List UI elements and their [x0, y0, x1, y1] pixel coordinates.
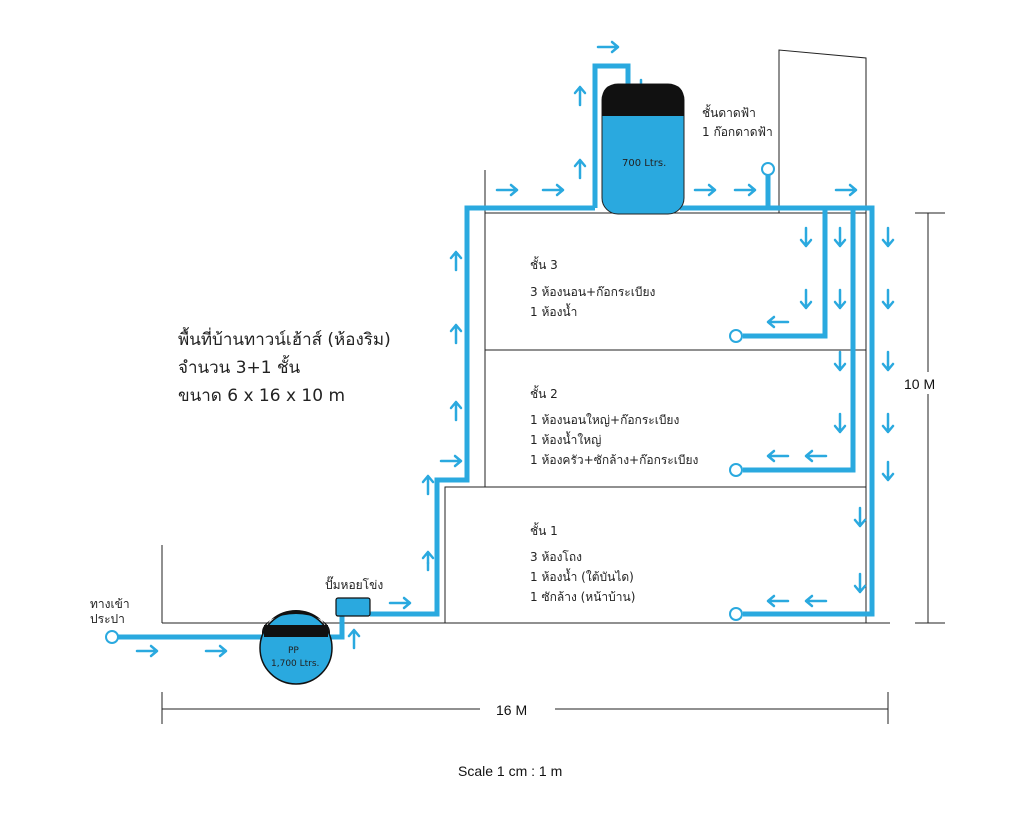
building-info: พื้นที่บ้านทาวน์เฮ้าส์ (ห้องริม) จำนวน 3… [178, 327, 391, 406]
floor1-line-1: 3 ห้องโถง [530, 550, 582, 564]
ground-tank: PP 1,700 Ltrs. [259, 610, 333, 685]
floor1-tap-icon [729, 607, 743, 621]
floor2-title: ชั้น 2 [530, 385, 558, 401]
rooftop-tap-icon [761, 162, 775, 176]
floor3-title: ชั้น 3 [530, 256, 558, 272]
length-label: 16 M [496, 702, 527, 718]
water-pipes [117, 63, 875, 640]
roof-tank-capacity: 700 Ltrs. [622, 158, 666, 169]
floor2-line-3: 1 ห้องครัว+ซักล้าง+ก๊อกระเบียง [530, 453, 698, 467]
pump-label: ปั๊มหอยโข่ง [325, 576, 383, 592]
floor3-line-1: 3 ห้องนอน+ก๊อกระเบียง [530, 285, 655, 299]
pump: ปั๊มหอยโข่ง [325, 576, 383, 617]
rooftop-label: ชั้นดาดฟ้า 1 ก๊อกดาดฟ้า [702, 104, 773, 139]
flow-arrows [135, 40, 895, 658]
length-dimension: 16 M [161, 692, 889, 724]
taps [105, 162, 775, 644]
inlet-line-2: ประปา [90, 612, 125, 626]
info-line-3: ขนาด 6 x 16 x 10 m [178, 386, 345, 406]
height-label: 10 M [904, 376, 935, 392]
floor1-title: ชั้น 1 [530, 522, 558, 538]
floor1-labels: ชั้น 1 3 ห้องโถง 1 ห้องน้ำ (ใต้บันได) 1 … [530, 522, 635, 604]
ground-tank-type: PP [288, 646, 299, 656]
info-line-1: พื้นที่บ้านทาวน์เฮ้าส์ (ห้องริม) [178, 327, 391, 350]
floor1-line-3: 1 ซักล้าง (หน้าบ้าน) [530, 590, 635, 604]
floor2-labels: ชั้น 2 1 ห้องนอนใหญ่+ก๊อกระเบียง 1 ห้องน… [530, 385, 698, 467]
floor2-line-1: 1 ห้องนอนใหญ่+ก๊อกระเบียง [530, 413, 679, 427]
floor2-tap-icon [729, 463, 743, 477]
info-line-2: จำนวน 3+1 ชั้น [178, 355, 301, 378]
roof-tank: 700 Ltrs. [601, 83, 685, 215]
floor2-line-2: 1 ห้องน้ำใหญ่ [530, 431, 601, 447]
rooftop-line-1: ชั้นดาดฟ้า [702, 104, 756, 120]
ground-tank-capacity: 1,700 Ltrs. [271, 659, 319, 669]
floor3-tap-icon [729, 329, 743, 343]
building-outline [161, 49, 890, 624]
rooftop-line-2: 1 ก๊อกดาดฟ้า [702, 125, 773, 139]
floor3-labels: ชั้น 3 3 ห้องนอน+ก๊อกระเบียง 1 ห้องน้ำ [530, 256, 655, 319]
floor3-line-2: 1 ห้องน้ำ [530, 303, 577, 319]
water-inlet-label: ทางเข้า ประปา [90, 597, 130, 626]
inlet-line-1: ทางเข้า [90, 597, 130, 611]
scale-label: Scale 1 cm : 1 m [458, 763, 562, 779]
height-dimension: 10 M [904, 212, 951, 624]
floor1-line-2: 1 ห้องน้ำ (ใต้บันได) [530, 568, 634, 584]
inlet-tap-icon [105, 630, 119, 644]
